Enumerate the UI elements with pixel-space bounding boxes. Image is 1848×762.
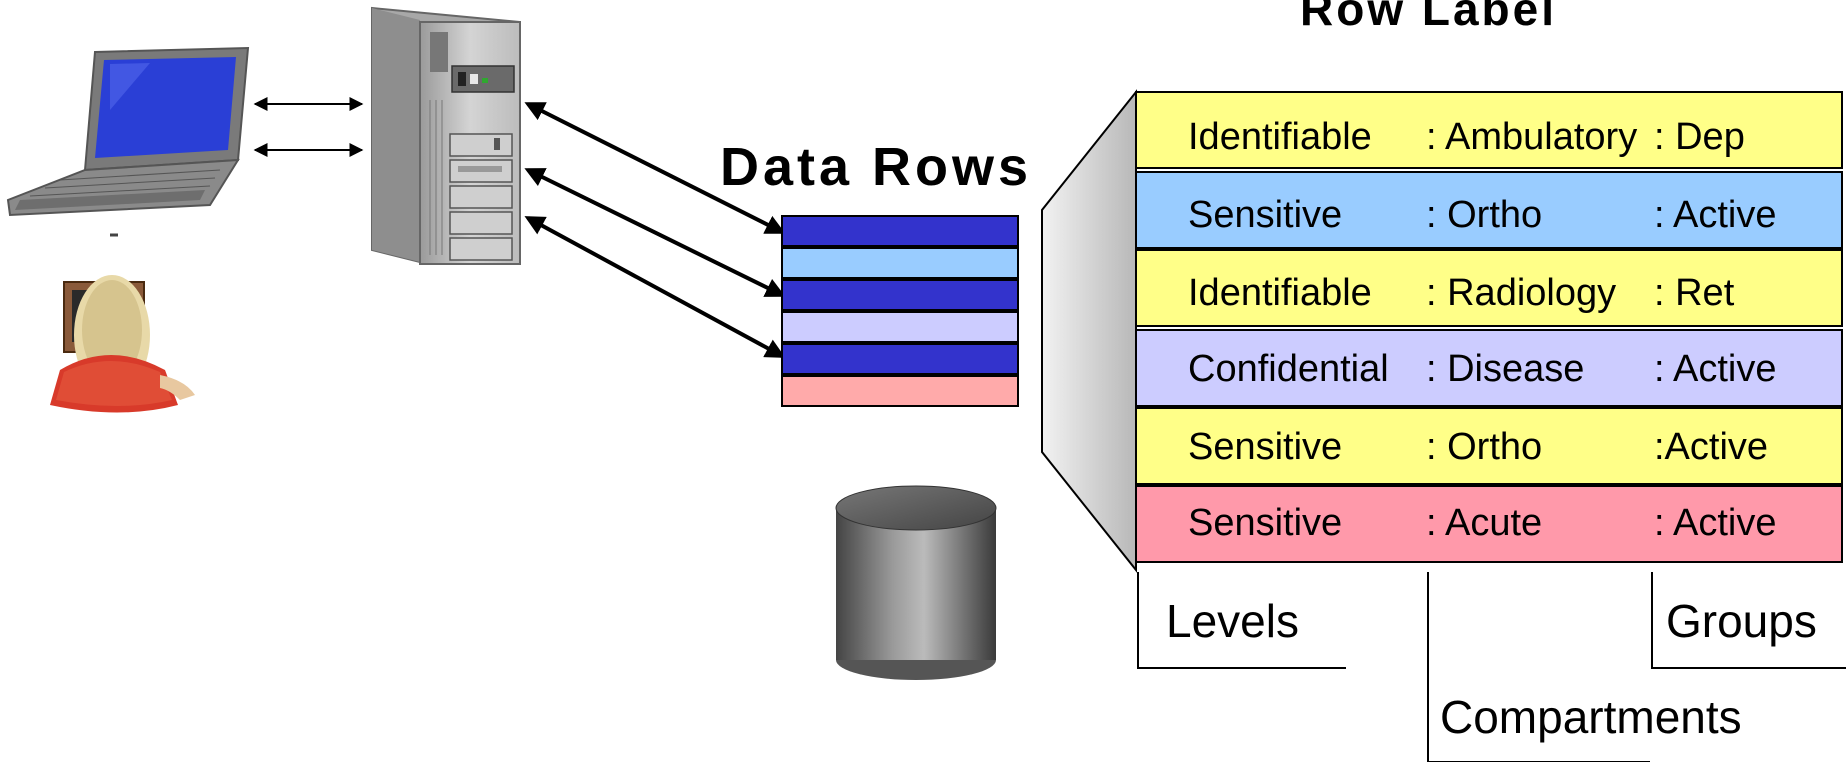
server-datarows-arrow-3 (524, 216, 786, 358)
row-2-compartment: : Ortho (1426, 194, 1543, 236)
row-label-row (1135, 91, 1843, 169)
row-5-compartment: : Ortho (1426, 426, 1543, 468)
row-label-title: Row Label (1300, 0, 1558, 35)
groups-label: Groups (1666, 595, 1817, 647)
row-6-level: Sensitive (1188, 502, 1343, 544)
data-row-stripe (781, 279, 1019, 311)
row-label-row (1135, 329, 1843, 407)
data-row-stripe (781, 247, 1019, 279)
data-row-stripe (781, 215, 1019, 247)
row-label-row (1135, 485, 1843, 563)
row-4-compartment: : Disease (1426, 348, 1585, 390)
compartments-label: Compartments (1440, 691, 1742, 743)
levels-label: Levels (1166, 595, 1299, 647)
data-row-stripe (781, 343, 1019, 375)
groups-bracket (1651, 572, 1846, 669)
data-rows-title: Data Rows (720, 137, 1033, 197)
row-2-level: Sensitive (1188, 194, 1343, 236)
row-label-wedge (1041, 89, 1137, 573)
label-brackets (1137, 572, 1846, 762)
row-label-row (1135, 171, 1843, 249)
row-2-group: : Active (1654, 194, 1777, 236)
server-tower-icon (371, 6, 521, 266)
data-rows-stack (781, 215, 1019, 407)
row-1-group: : Dep (1654, 116, 1745, 158)
row-1-compartment: : Ambulatory (1426, 116, 1638, 158)
user-at-terminal-icon (50, 275, 195, 413)
levels-bracket (1137, 572, 1346, 669)
row-1-level: Identifiable (1188, 116, 1372, 158)
laptop-icon (6, 46, 250, 237)
data-row-stripe (781, 375, 1019, 407)
row-label-row (1135, 407, 1843, 485)
row-3-compartment: : Radiology (1426, 272, 1617, 314)
row-6-compartment: : Acute (1426, 502, 1543, 544)
row-3-level: Identifiable (1188, 272, 1372, 314)
data-row-stripe (781, 311, 1019, 343)
row-5-level: Sensitive (1188, 426, 1343, 468)
row-4-level: Confidential (1188, 348, 1389, 390)
row-4-group: : Active (1654, 348, 1777, 390)
row-5-group: :Active (1654, 426, 1769, 468)
row-3-group: : Ret (1654, 272, 1735, 314)
row-label-row (1135, 249, 1843, 327)
row-label-table (1135, 91, 1843, 563)
row-6-group: : Active (1654, 502, 1777, 544)
database-cylinder-icon (835, 485, 997, 680)
